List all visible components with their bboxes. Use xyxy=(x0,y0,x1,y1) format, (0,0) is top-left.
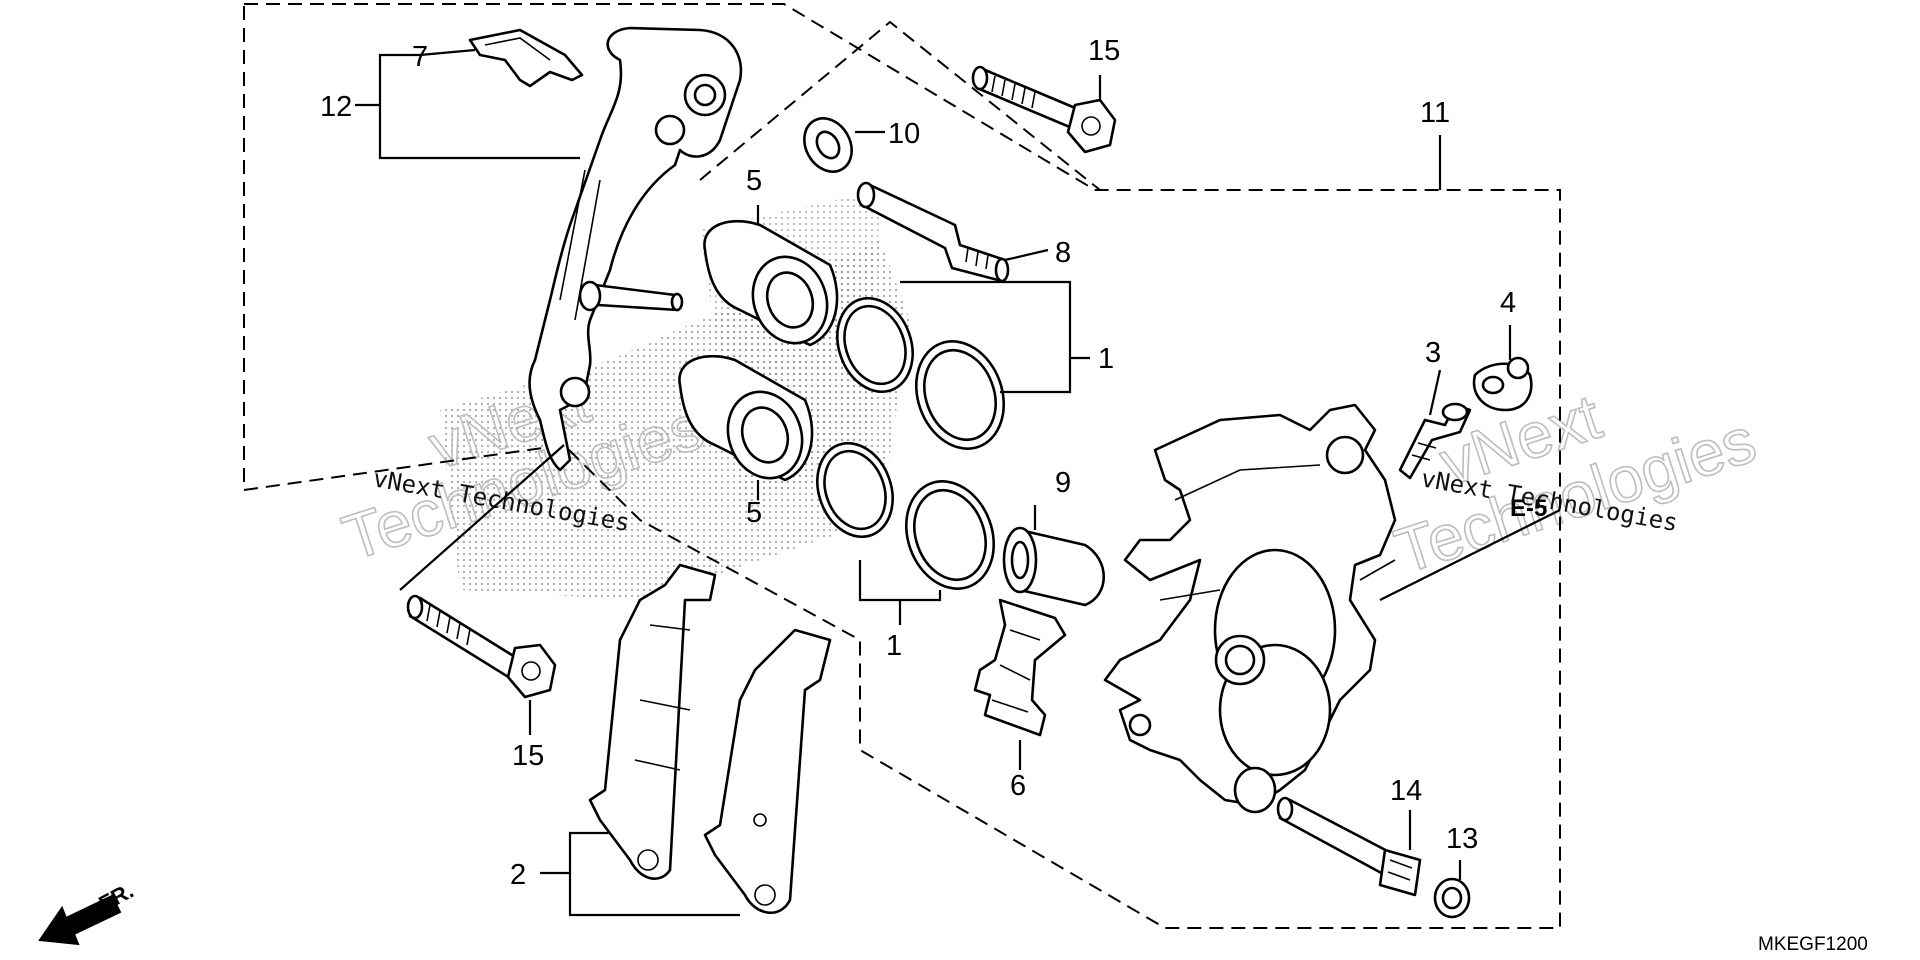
callout-1-upper: 1 xyxy=(1098,343,1114,375)
piston-seals xyxy=(816,296,1006,590)
pin-plug xyxy=(1433,877,1471,919)
callout-15-upper: 15 xyxy=(1088,35,1120,67)
pin-boot xyxy=(803,117,853,173)
section-reference: E-5 xyxy=(1510,495,1547,522)
caliper-body xyxy=(1103,403,1397,814)
bleeder-cap xyxy=(1472,356,1533,412)
callout-11: 11 xyxy=(1420,97,1450,129)
callout-numbers: 7 12 10 15 5 8 11 1 3 4 5 9 1 6 15 2 14 … xyxy=(320,35,1547,891)
mounting-bolt-upper xyxy=(971,65,1117,154)
callout-5-upper: 5 xyxy=(746,165,762,197)
pad-spring-clip xyxy=(468,28,584,88)
callout-10: 10 xyxy=(888,118,920,150)
callout-3: 3 xyxy=(1425,337,1441,369)
callout-12: 12 xyxy=(320,91,352,123)
watermark-text-right: Technologies vNext xyxy=(1386,379,1765,588)
piston-upper xyxy=(703,219,839,347)
callout-2: 2 xyxy=(510,859,526,891)
callout-15-lower: 15 xyxy=(512,740,544,772)
callout-5-lower: 5 xyxy=(746,497,762,529)
callout-13: 13 xyxy=(1446,823,1478,855)
caliper-pin xyxy=(1002,526,1106,607)
brake-pad-rear xyxy=(703,628,832,915)
callout-leaders xyxy=(355,48,1561,917)
bleeder-valve xyxy=(1398,402,1472,480)
front-direction-arrow: FR. xyxy=(38,878,138,946)
pad-pin xyxy=(1276,796,1422,897)
mounting-bolt-lower xyxy=(406,594,557,699)
piston-lower xyxy=(678,354,814,482)
callout-1-lower: 1 xyxy=(886,630,902,662)
assembly-outline-bracket xyxy=(243,3,1561,929)
callout-8: 8 xyxy=(1055,237,1071,269)
callout-4: 4 xyxy=(1500,287,1516,319)
callout-9: 9 xyxy=(1055,467,1071,499)
brake-pad-front xyxy=(588,563,717,880)
pad-spring xyxy=(973,598,1067,737)
callout-6: 6 xyxy=(1010,770,1026,802)
diagram-code: MKEGF1200 xyxy=(1758,934,1868,955)
callout-7: 7 xyxy=(412,41,428,73)
callout-14: 14 xyxy=(1390,775,1422,807)
caliper-bracket xyxy=(528,26,743,472)
